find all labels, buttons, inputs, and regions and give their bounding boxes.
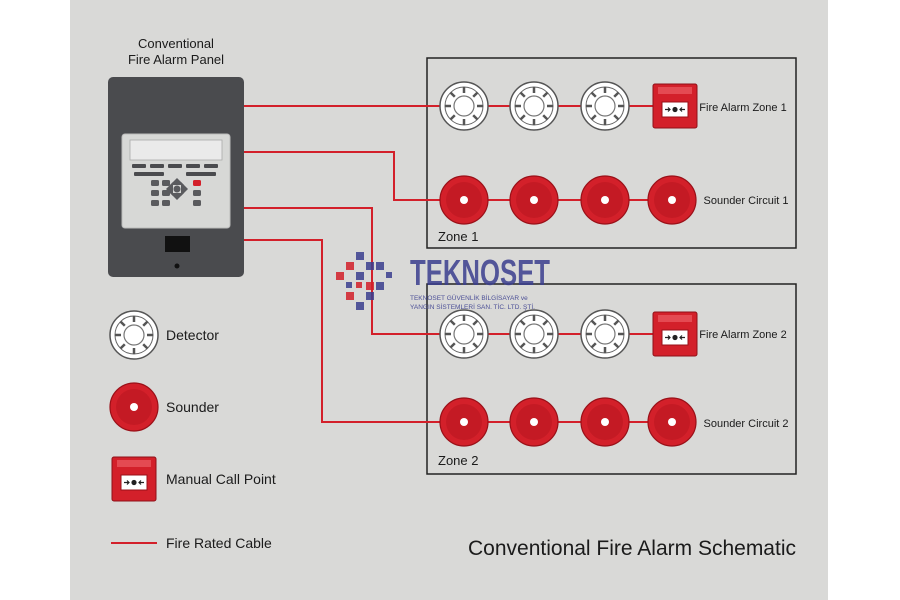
zone-2-sounder [439,397,489,447]
diagram-title: Conventional Fire Alarm Schematic [468,537,796,560]
panel-function-keys [132,164,218,176]
zone-2-detector-line-label: Fire Alarm Zone 2 [699,329,786,341]
legend-detector-label: Detector [166,327,219,343]
legend-sounder-label: Sounder [166,399,219,415]
zone-1-sounder [509,175,559,225]
zone-1-sounder [439,175,489,225]
zone-2-detector [579,308,631,360]
teknoset-logo [336,252,392,310]
legend-detector-icon [108,309,160,361]
legend-sounder-icon [109,382,159,432]
teknoset-brand: TEKNOSET [410,252,550,293]
zone-1-detector [438,80,490,132]
zone-1-detector [508,80,560,132]
teknoset-company-line-2: YANGIN SİSTEMLERİ SAN. TİC. LTD. ŞTİ. [410,302,535,311]
zone-1-sounder-line-label: Sounder Circuit 1 [704,195,789,207]
legend-cable-label: Fire Rated Cable [166,535,272,551]
zone-2-manual-call-point [652,311,698,357]
legend: Detector Sounder Manual Call Point Fire … [108,309,276,551]
fire-alarm-panel [108,77,244,277]
zone-1-detector [579,80,631,132]
teknoset-company-line-1: TEKNOSET GÜVENLİK BİLGİSAYAR ve [410,293,528,302]
zone-2-name: Zone 2 [438,453,478,468]
panel-alarm-button [193,180,201,186]
panel-indicator-led [174,263,180,269]
zone-1-sounder [647,175,697,225]
zone-2-frame [426,283,797,475]
zone-1-frame [426,57,797,249]
zone-2-sounder [509,397,559,447]
zone-2-sounder [580,397,630,447]
panel-navigation-pad [166,178,188,200]
legend-call-point-label: Manual Call Point [166,471,276,487]
zone-2-detector [438,308,490,360]
panel-title-line-1: Conventional [138,36,214,51]
panel-buttons [151,180,201,206]
zone-2-sounder-line-label: Sounder Circuit 2 [704,418,789,430]
panel-title-line-2: Fire Alarm Panel [128,52,224,67]
zone-1-name: Zone 1 [438,229,478,244]
legend-call-point-icon [111,456,157,502]
cable-sounder-circuit-2 [244,239,675,423]
panel-key-switch [165,236,190,252]
zone-2-detector [508,308,560,360]
zone-2-sounder [647,397,697,447]
zone-1-manual-call-point [652,83,698,129]
zone-1-sounder [580,175,630,225]
panel-display [129,139,223,161]
zone-1-detector-line-label: Fire Alarm Zone 1 [699,102,786,114]
